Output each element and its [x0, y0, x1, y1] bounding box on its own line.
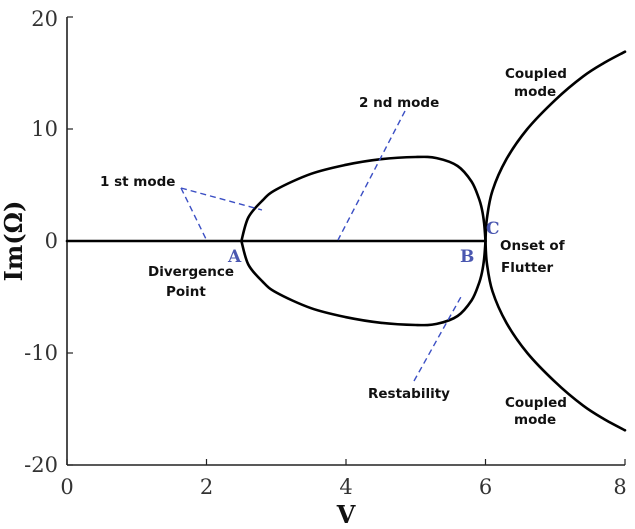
- point-label-c: C: [486, 219, 500, 239]
- y-tick-label: 0: [45, 229, 58, 253]
- annotation-1st-mode: 1 st mode: [100, 174, 175, 190]
- x-tick-label: 4: [339, 475, 352, 499]
- annotation-divergence: Divergence: [148, 264, 234, 280]
- leader-restability: [413, 294, 463, 382]
- series-layer: [65, 50, 627, 432]
- annotations: 1 st mode 2 nd mode Divergence Point Ons…: [100, 66, 567, 428]
- leader-2nd-mode: [337, 110, 406, 241]
- annotation-coupled-top: Coupled: [505, 66, 567, 82]
- x-ticks: [66, 459, 626, 465]
- y-tick-label: 20: [31, 7, 58, 31]
- point-labels: A B C: [227, 219, 500, 267]
- y-axis-label: Im(Ω): [0, 201, 28, 282]
- leader-1st-mode-a: [180, 187, 207, 240]
- annotation-onset-of: Onset of: [500, 238, 565, 254]
- annotation-point: Point: [166, 284, 206, 300]
- annotation-flutter: Flutter: [501, 260, 554, 276]
- x-tick-labels: 0 2 4 6 8: [60, 475, 626, 499]
- x-tick-label: 0: [60, 475, 73, 499]
- annotation-mode-bottom: mode: [514, 412, 556, 428]
- series-line-5: [484, 50, 627, 243]
- y-tick-label: 10: [31, 117, 58, 141]
- annotation-coupled-bottom: Coupled: [505, 395, 567, 411]
- y-tick-label: -20: [24, 453, 58, 477]
- annotation-mode-top: mode: [514, 84, 556, 100]
- series-line-6: [484, 239, 627, 432]
- point-label-b: B: [460, 247, 474, 267]
- series-line-3: [240, 239, 487, 327]
- annotation-2nd-mode: 2 nd mode: [359, 95, 439, 111]
- series-line-2: [240, 155, 487, 243]
- x-tick-label: 6: [479, 475, 492, 499]
- x-axis-label: V: [336, 500, 356, 529]
- leader-1st-mode-b: [180, 187, 263, 211]
- annotation-leaders: [180, 110, 463, 382]
- x-tick-label: 8: [613, 475, 626, 499]
- y-tick-labels: -20 -10 0 10 20: [24, 7, 58, 477]
- annotation-restability: Restability: [368, 386, 450, 402]
- y-tick-label: -10: [24, 341, 58, 365]
- point-label-a: A: [227, 247, 242, 267]
- x-tick-label: 2: [200, 475, 213, 499]
